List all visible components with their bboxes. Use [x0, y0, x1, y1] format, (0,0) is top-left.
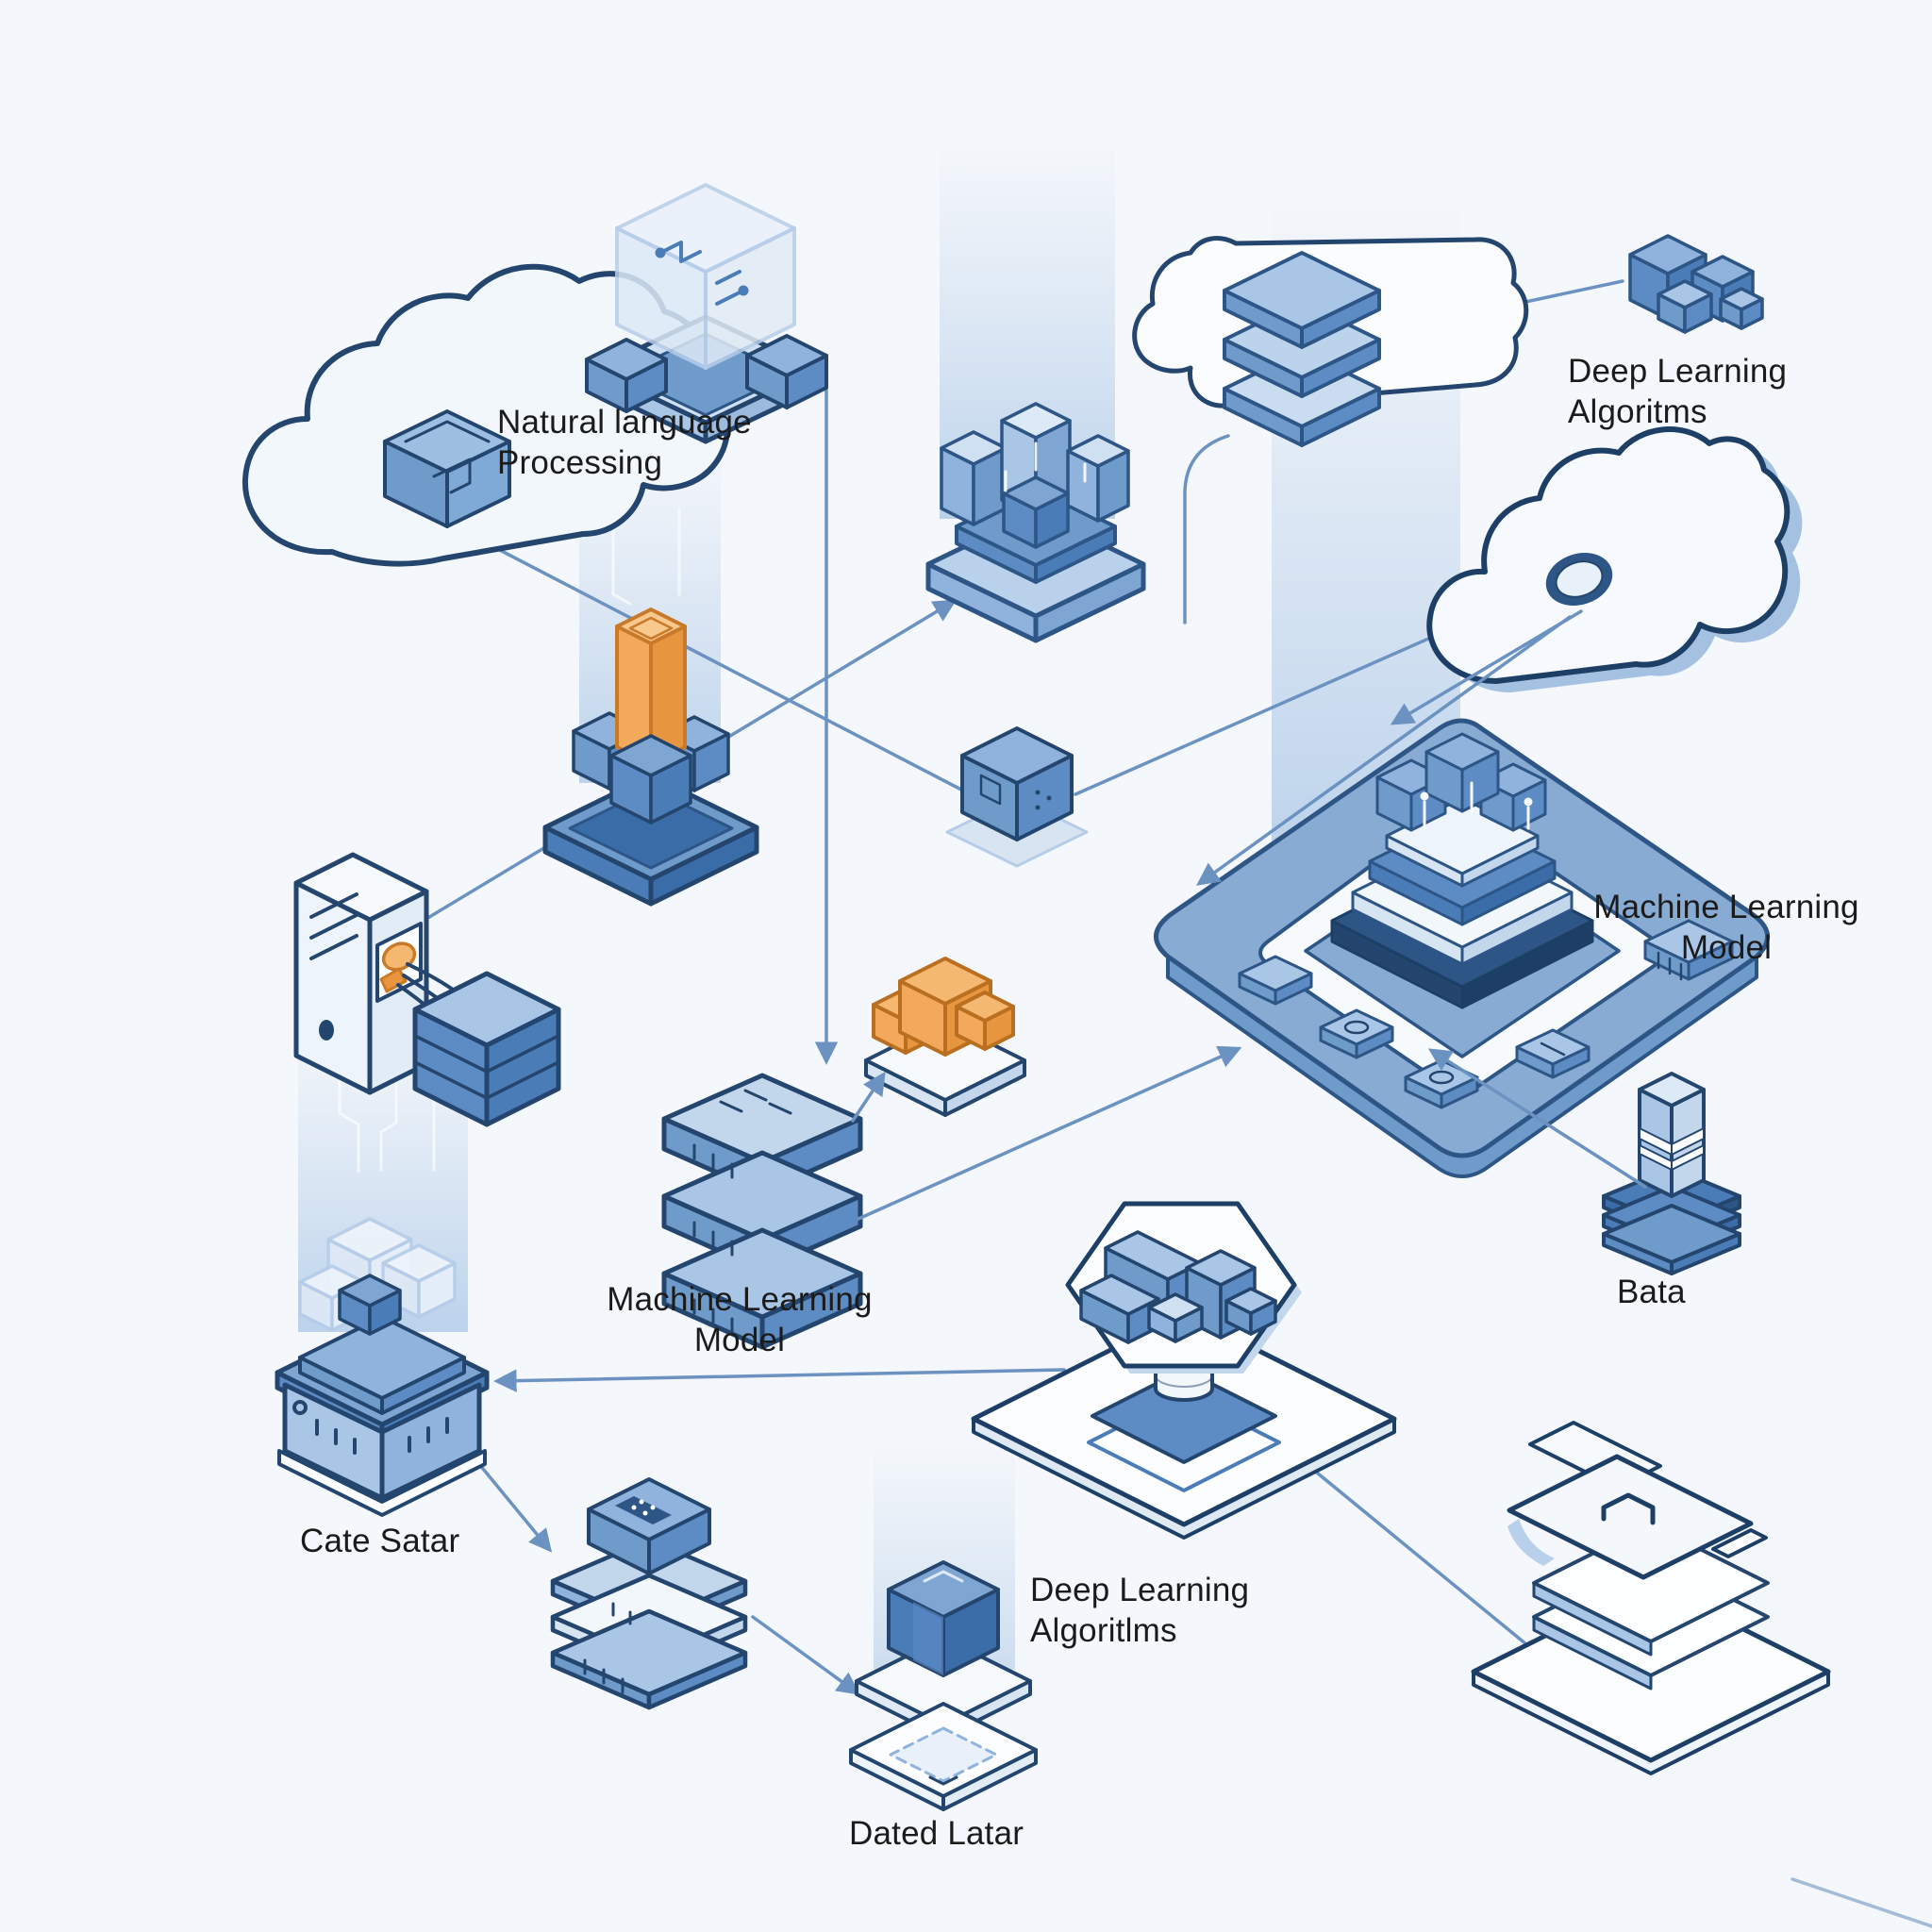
blocks-badge-icon — [1628, 234, 1764, 334]
data-cube-icon — [945, 726, 1089, 868]
layer-stack-blob-icon — [1132, 236, 1529, 447]
data-box-platform-icon — [275, 1217, 490, 1517]
label-bata: Bata — [1617, 1274, 1686, 1310]
circuit-glyph — [655, 241, 749, 306]
cloud-3d-icon — [1426, 426, 1803, 692]
folder-files-icon — [1471, 1421, 1831, 1775]
ghost-cube-platform-icon — [585, 183, 828, 444]
label-deep-learning-algoritlms-bottom: Deep Learning Algoritlms — [1030, 1572, 1250, 1650]
label-machine-learning-model-right: Machine Learning Model — [1593, 889, 1859, 967]
label-cate-satar: Cate Satar — [300, 1523, 460, 1559]
puzzle-blocks — [1079, 1230, 1277, 1344]
server-stack-icon — [661, 1073, 863, 1350]
connector-arrows-top — [851, 609, 1647, 1221]
tower-stripes — [1639, 1127, 1705, 1171]
city-platform-icon — [925, 402, 1146, 643]
cloud-port — [1545, 553, 1613, 606]
hexagon-puzzle-icon — [971, 1201, 1397, 1540]
orange-cube-icon — [864, 957, 1026, 1117]
ml-board-icon — [1154, 718, 1771, 1178]
orange-tower-platform-icon — [542, 608, 759, 907]
label-natural-language-processing: Natural language Processing — [497, 404, 752, 482]
label-machine-learning-model-center: Machine Learning Model — [607, 1281, 873, 1359]
pc-tower-icon — [293, 852, 561, 1127]
deep-learning-cube-icon — [849, 1560, 1038, 1811]
device-stack-icon — [550, 1477, 748, 1710]
cloud-chip-icon — [242, 263, 731, 567]
label-dated-latar: Dated Latar — [849, 1815, 1024, 1852]
label-deep-learning-algoritms-top: Deep Learning Algoritms — [1568, 353, 1788, 431]
